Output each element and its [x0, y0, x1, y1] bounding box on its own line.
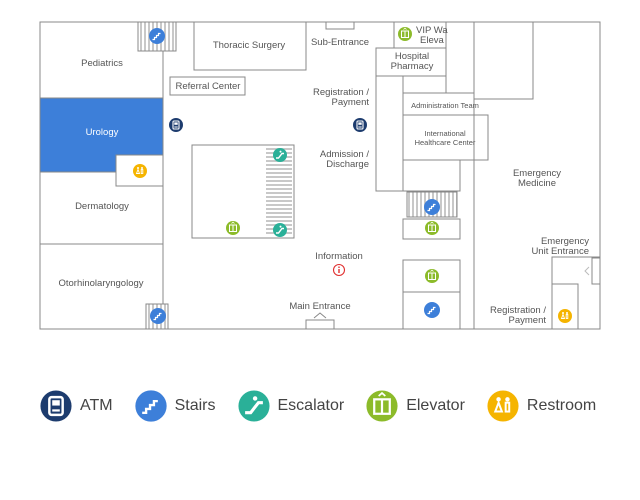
- label-dermatology: Dermatology: [75, 201, 129, 212]
- room-hospital-pharmacy: [375, 47, 447, 77]
- label-international-2: Healthcare Center: [415, 138, 476, 147]
- restroom-icon[interactable]: [132, 163, 148, 179]
- label-sub-entrance: Sub-Entrance: [311, 37, 369, 48]
- left-corridor-block: [375, 75, 404, 192]
- legend-label-atm: ATM: [80, 397, 113, 414]
- label-vip-1: VIP Wa: [416, 25, 448, 36]
- label-pediatrics: Pediatrics: [81, 58, 123, 69]
- label-hospital: Hospital: [395, 51, 429, 62]
- room-referral-center: [169, 76, 246, 96]
- legend-item-escalator[interactable]: Escalator: [237, 390, 345, 422]
- lobby-block: [402, 159, 461, 192]
- atm-icon[interactable]: [168, 117, 184, 133]
- elevator-icon[interactable]: [424, 268, 440, 284]
- label-emergency-medicine-2: Medicine: [518, 178, 556, 189]
- legend-item-elevator[interactable]: Elevator: [366, 390, 465, 422]
- sub-entrance-door: [325, 21, 355, 30]
- pharmacy-wing: [445, 21, 534, 100]
- elevator-icon: [366, 390, 399, 422]
- label-referral-center: Referral Center: [176, 81, 241, 92]
- label-administration-team: Administration Team: [411, 101, 479, 110]
- legend-item-restroom[interactable]: Restroom: [486, 390, 597, 422]
- elevator-icon[interactable]: [424, 220, 440, 236]
- label-emergency-entrance-2: Unit Entrance: [531, 246, 589, 257]
- main-entrance-arrow: [313, 312, 327, 319]
- label-registration-2: Payment: [332, 97, 370, 108]
- elevator-icon[interactable]: [397, 26, 413, 42]
- label-er-registration-2: Payment: [509, 315, 547, 326]
- emergency-door: [591, 257, 601, 285]
- room-thoracic-surgery: [193, 21, 307, 71]
- stairs-icon: [134, 390, 167, 422]
- escalator-icon: [237, 390, 270, 422]
- atm-icon[interactable]: [352, 117, 368, 133]
- legend-label-elevator: Elevator: [406, 397, 465, 414]
- escalator-icon[interactable]: [272, 222, 288, 238]
- legend-item-atm[interactable]: ATM: [40, 390, 113, 422]
- escalator-icon[interactable]: [272, 147, 288, 163]
- atm-icon: [40, 390, 72, 422]
- legend-label-restroom: Restroom: [526, 397, 597, 414]
- label-thoracic-surgery: Thoracic Surgery: [213, 40, 286, 51]
- label-information: Information: [315, 251, 363, 262]
- stairs-icon[interactable]: [423, 198, 441, 216]
- label-otorhinolaryngology: Otorhinolaryngology: [58, 278, 143, 289]
- stairs-icon[interactable]: [149, 307, 167, 325]
- label-registration-1: Registration /: [313, 87, 369, 98]
- emergency-arrow: [584, 266, 590, 276]
- label-admission-2: Discharge: [326, 159, 369, 170]
- information-icon[interactable]: [332, 263, 346, 277]
- restroom-icon: [486, 390, 519, 422]
- label-urology[interactable]: Urology: [86, 127, 119, 138]
- elevator-icon[interactable]: [225, 220, 241, 236]
- label-pharmacy: Pharmacy: [391, 61, 434, 72]
- label-emergency-entrance-1: Emergency: [541, 236, 589, 247]
- label-er-registration-1: Registration /: [490, 305, 546, 316]
- room-otorhinolaryngology: [39, 243, 164, 330]
- label-international-1: International: [424, 129, 466, 138]
- floor-plan-map: Pediatrics Urology Dermatology Otorhinol…: [39, 21, 601, 330]
- legend-label-stairs: Stairs: [174, 397, 216, 414]
- main-entrance-door: [305, 319, 335, 330]
- label-main-entrance: Main Entrance: [289, 301, 350, 312]
- map-legend: ATM Stairs Escalator Elevator Restroom: [40, 388, 620, 424]
- stairs-icon[interactable]: [148, 27, 166, 45]
- restroom-icon[interactable]: [557, 308, 573, 324]
- stairs-icon[interactable]: [423, 301, 441, 319]
- legend-item-stairs[interactable]: Stairs: [134, 390, 216, 422]
- label-admission-1: Admission /: [320, 149, 369, 160]
- label-vip-2: Eleva: [420, 35, 444, 46]
- legend-label-escalator: Escalator: [277, 397, 345, 414]
- label-emergency-medicine-1: Emergency: [513, 168, 561, 179]
